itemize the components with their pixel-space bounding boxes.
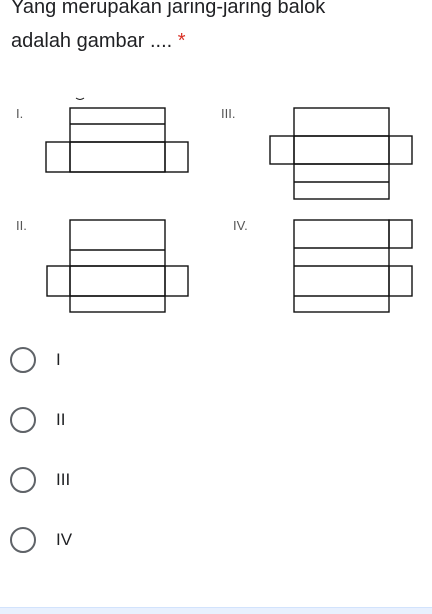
- required-asterisk: *: [177, 30, 186, 52]
- question-line-2-text: adalah gambar ....: [11, 30, 173, 52]
- figure-label-2: II.: [16, 218, 27, 233]
- option-1[interactable]: I: [10, 340, 61, 380]
- question-title: Yang merupakan jaring-jaring balok adala…: [11, 0, 426, 58]
- option-label: II: [56, 410, 66, 429]
- radio-button[interactable]: [10, 407, 36, 433]
- option-3[interactable]: III: [10, 460, 70, 500]
- net-1: [45, 97, 189, 173]
- net-3: [269, 107, 413, 200]
- option-label: III: [56, 470, 71, 489]
- radio-button[interactable]: [10, 347, 36, 373]
- radio-button[interactable]: [10, 467, 36, 493]
- nets-figure: I. II. III. IV.: [16, 97, 413, 313]
- figure-label-4: IV.: [233, 218, 248, 233]
- net-4: [293, 219, 413, 313]
- radio-button[interactable]: [10, 527, 36, 553]
- question-line-1: Yang merupakan jaring-jaring balok: [11, 0, 326, 18]
- option-2[interactable]: II: [10, 400, 65, 440]
- option-4[interactable]: IV: [10, 520, 72, 560]
- net-2: [46, 219, 189, 313]
- option-label: IV: [56, 530, 73, 549]
- question-line-2: adalah gambar .... *: [11, 24, 426, 58]
- question-image: I. II. III. IV.: [0, 88, 432, 320]
- option-label: I: [56, 350, 61, 369]
- figure-label-3: III.: [221, 106, 235, 121]
- figure-label-1: I.: [16, 106, 23, 121]
- bottom-bar: [0, 607, 432, 614]
